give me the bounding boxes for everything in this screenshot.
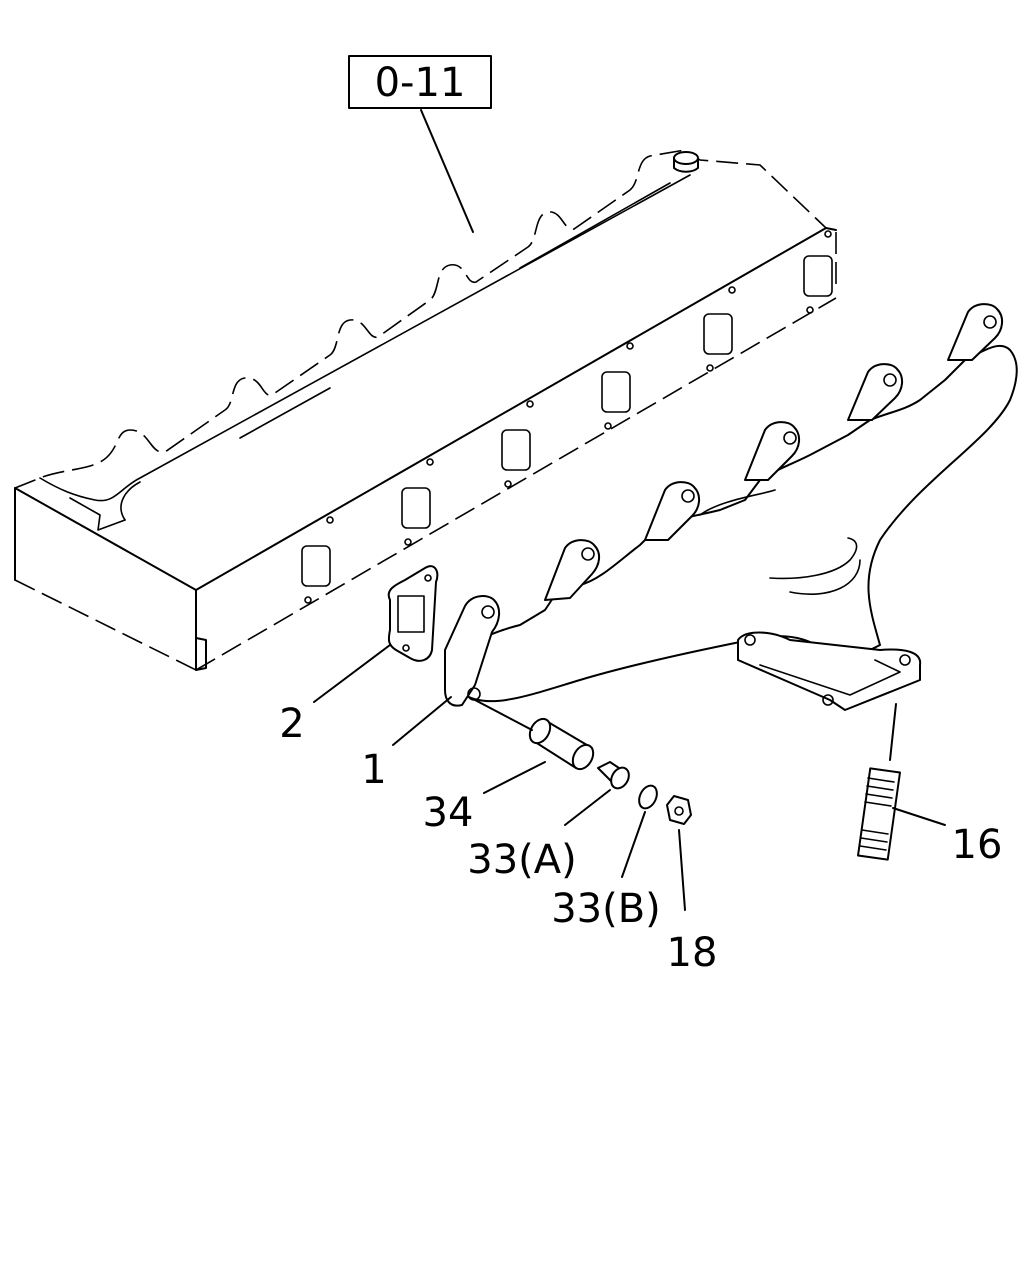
- manifold-gasket: [387, 565, 439, 662]
- callout-1[interactable]: 1: [361, 747, 386, 793]
- cylinder-head: [14, 149, 837, 671]
- callout-34[interactable]: 34: [423, 790, 474, 836]
- callout-33a[interactable]: 33(A): [467, 837, 576, 883]
- callout-33b[interactable]: 33(B): [551, 886, 661, 932]
- exhaust-manifold: [444, 303, 1018, 711]
- reference-box[interactable]: 0-11: [348, 55, 492, 109]
- callout-16[interactable]: 16: [952, 822, 1003, 868]
- callout-18[interactable]: 18: [667, 930, 718, 976]
- reference-leader: [420, 109, 474, 233]
- nut: [666, 795, 692, 825]
- sleeve: [528, 717, 595, 771]
- callout-2[interactable]: 2: [279, 701, 304, 747]
- washer: [638, 784, 658, 810]
- reference-box-label: 0-11: [375, 60, 466, 106]
- stud: [857, 767, 901, 861]
- bush: [597, 761, 630, 790]
- leader-lines: [313, 644, 946, 911]
